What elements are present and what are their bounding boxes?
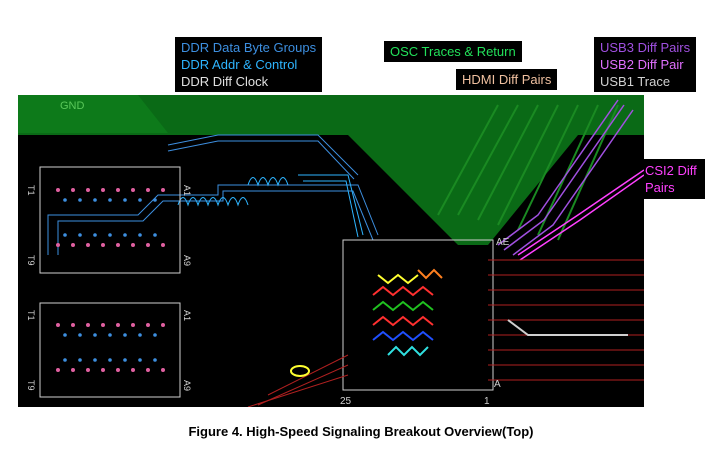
osc-label-box: OSC Traces & Return bbox=[384, 41, 522, 62]
usb2-label: USB2 Diff Pair bbox=[600, 57, 684, 72]
num-1-board-text: 1 bbox=[484, 396, 490, 407]
figure-caption: Figure 4. High-Speed Signaling Breakout … bbox=[188, 424, 534, 439]
usb3-label: USB3 Diff Pairs bbox=[600, 40, 691, 55]
num-25-board-text: 25 bbox=[340, 396, 352, 407]
t9-top-board-text: T9 bbox=[26, 255, 36, 266]
a9-bottom-board-text: A9 bbox=[182, 380, 192, 391]
usb-labels-box: USB3 Diff Pairs USB2 Diff Pair USB1 Trac… bbox=[594, 37, 697, 92]
csi2-label-line1: CSI2 Diff bbox=[645, 163, 697, 178]
csi2-label-box: CSI2 Diff Pairs bbox=[637, 159, 705, 199]
hdmi-label: HDMI Diff Pairs bbox=[462, 72, 552, 87]
t1-top-board-text: T1 bbox=[26, 185, 36, 196]
ddr-data-label: DDR Data Byte Groups bbox=[181, 40, 317, 55]
a-board-text: A bbox=[494, 379, 501, 390]
a1-top-board-text: A1 bbox=[182, 185, 192, 196]
usb1-label: USB1 Trace bbox=[600, 74, 671, 89]
ae-board-text: AE bbox=[496, 237, 510, 248]
a1-bottom-board-text: A1 bbox=[182, 310, 192, 321]
t9-bottom-board-text: T9 bbox=[26, 380, 36, 391]
t1-bottom-board-text: T1 bbox=[26, 310, 36, 321]
a9-top-board-text: A9 bbox=[182, 255, 192, 266]
ddr-addr-label: DDR Addr & Control bbox=[181, 57, 298, 72]
osc-label: OSC Traces & Return bbox=[390, 44, 516, 59]
ddr-labels-box: DDR Data Byte Groups DDR Addr & Control … bbox=[175, 37, 323, 92]
gnd-board-text: GND bbox=[60, 100, 85, 112]
hdmi-label-box: HDMI Diff Pairs bbox=[456, 69, 558, 90]
pcb-layout-image: GND AE A 25 1 T1 T9 A1 A9 T1 T9 A1 A9 bbox=[18, 95, 644, 407]
ddr-clock-label: DDR Diff Clock bbox=[181, 74, 269, 89]
csi2-label-line2: Pairs bbox=[645, 180, 675, 195]
